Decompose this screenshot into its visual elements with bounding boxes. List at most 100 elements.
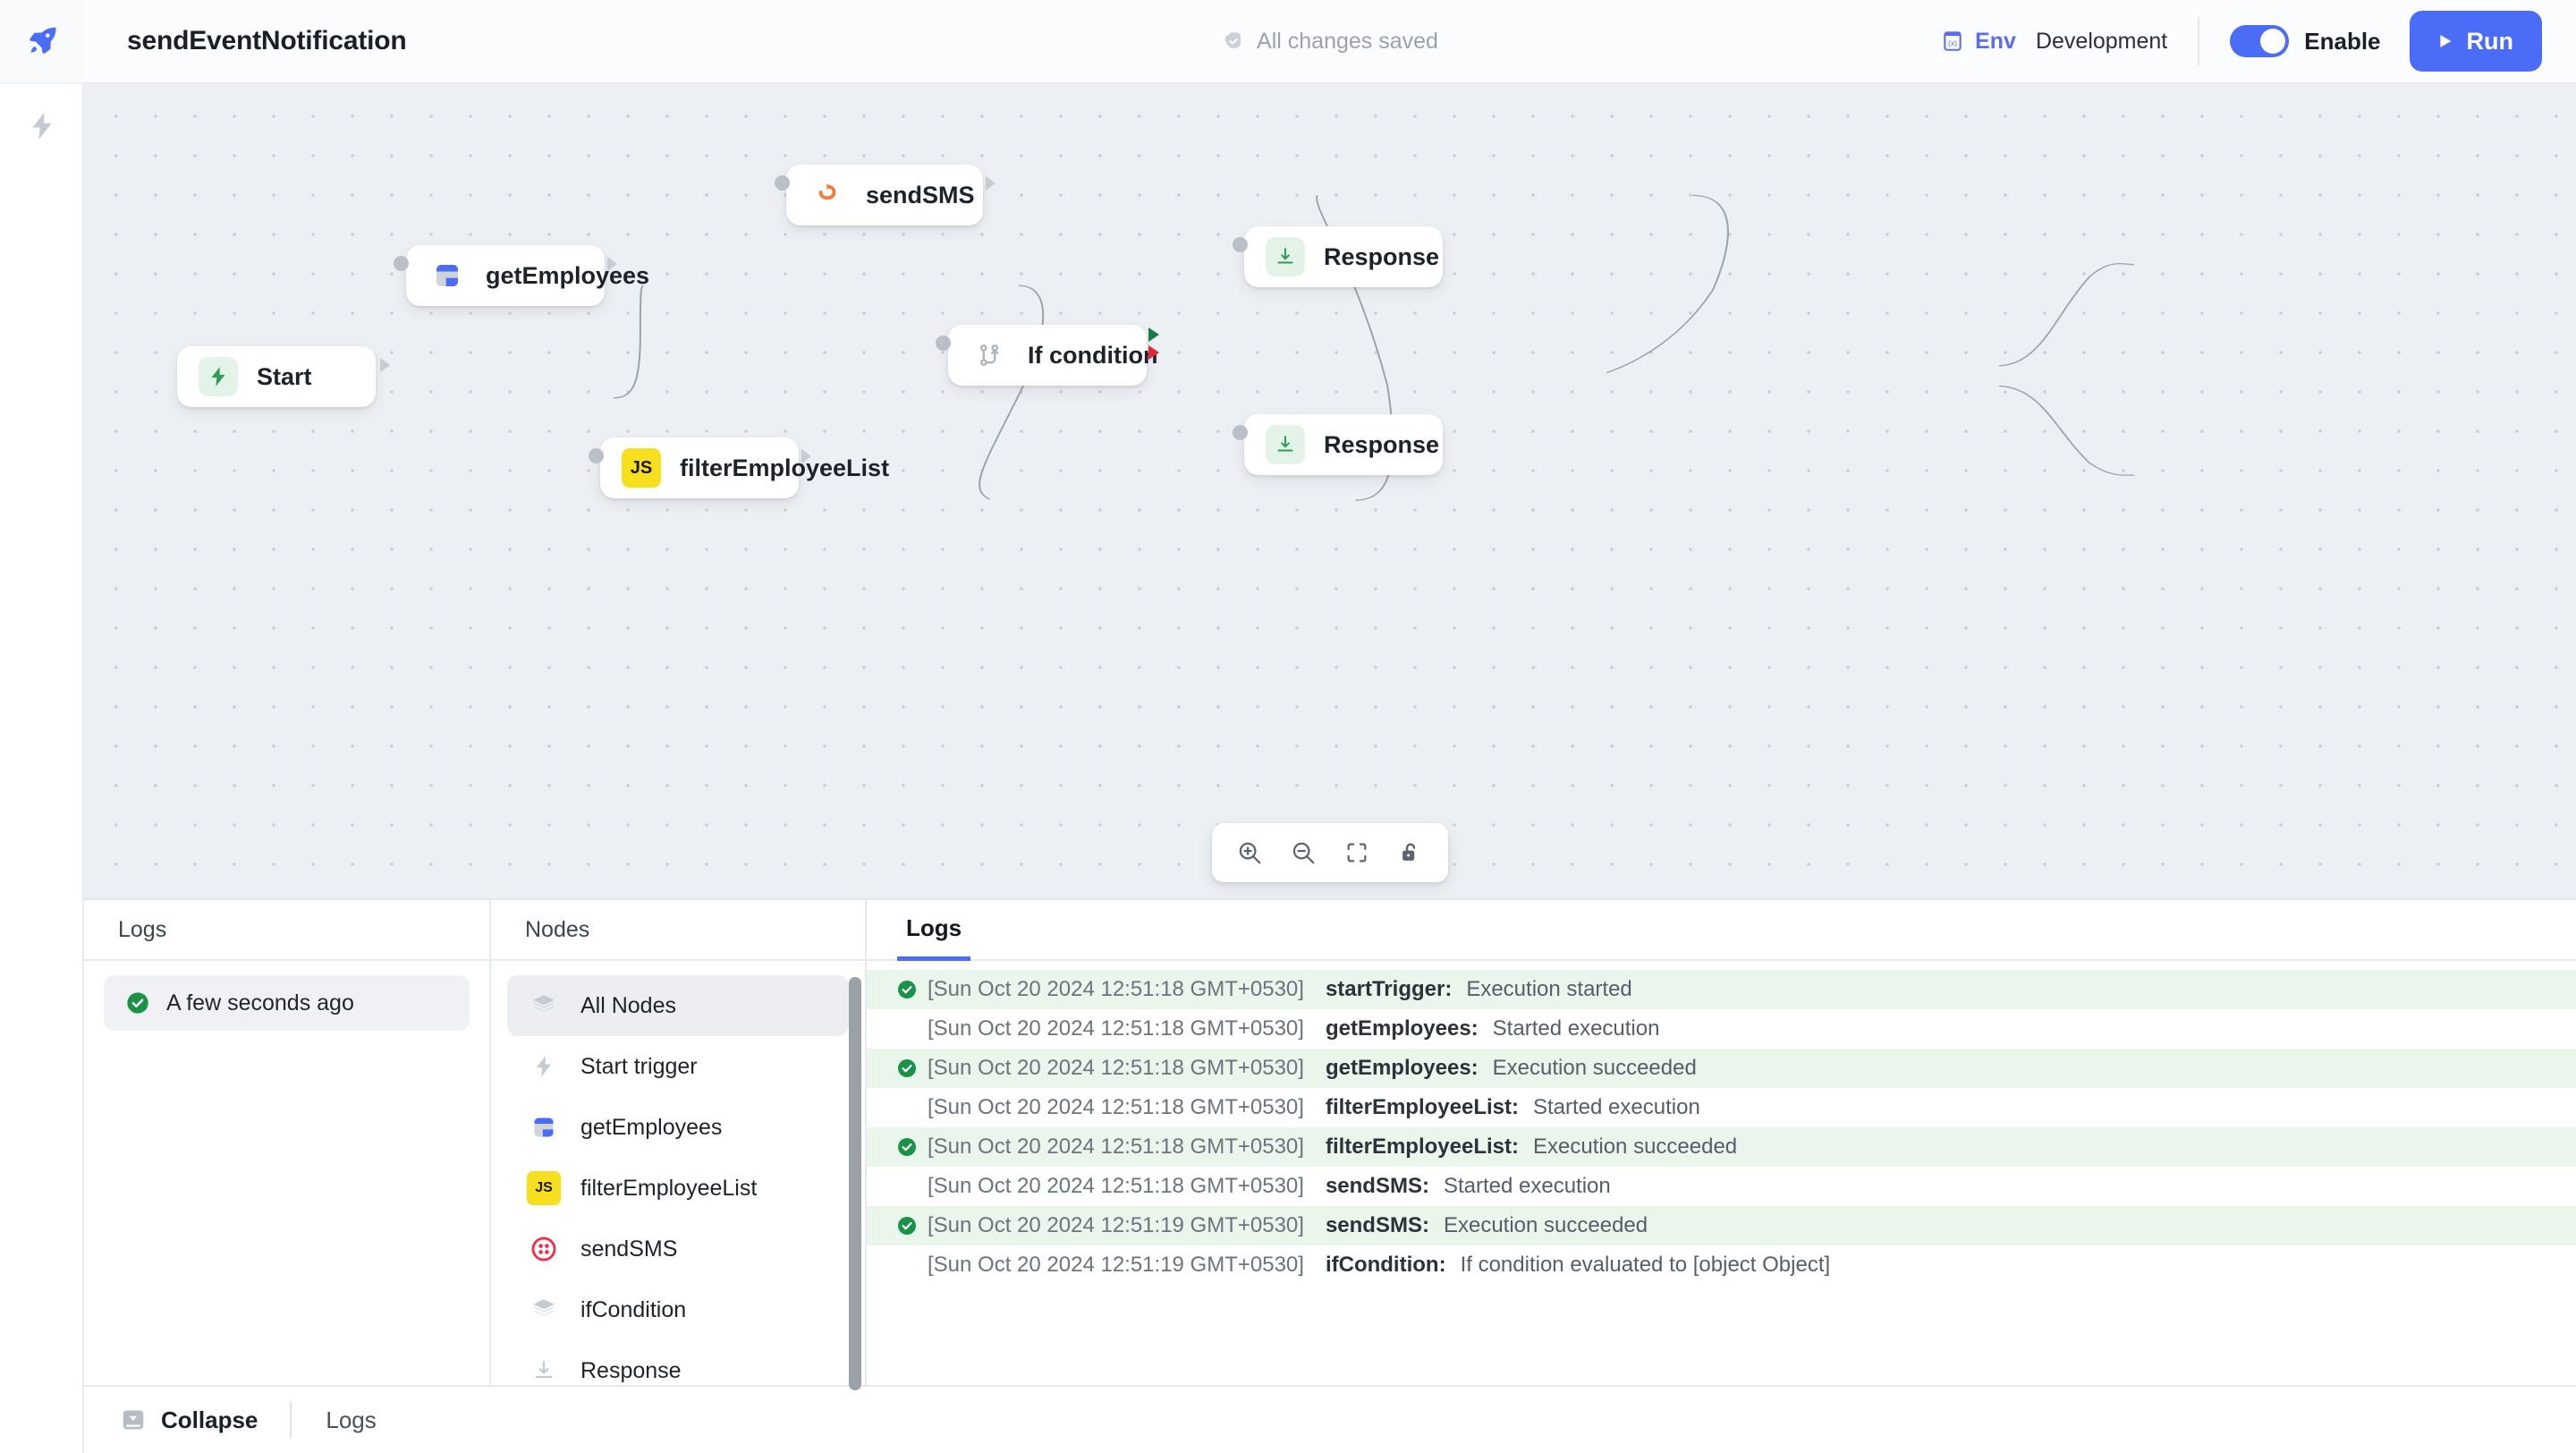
- success-check-icon: [127, 992, 148, 1014]
- response-icon: [527, 1354, 561, 1385]
- app-logo[interactable]: [0, 0, 84, 84]
- log-timestamp: [Sun Oct 20 2024 12:51:18 GMT+0530]: [928, 1134, 1304, 1159]
- variable-box-icon: (x): [1944, 31, 1962, 51]
- nodes-list-item-start-trigger[interactable]: Start trigger: [507, 1036, 849, 1097]
- log-timestamp: [Sun Oct 20 2024 12:51:18 GMT+0530]: [928, 1016, 1304, 1041]
- node-port-out-arrow[interactable]: [986, 176, 996, 191]
- nodes-list-item-getemployees[interactable]: getEmployees: [507, 1097, 849, 1158]
- zoom-out-button[interactable]: [1280, 832, 1326, 873]
- runs-pane: Logs A few seconds ago: [84, 900, 491, 1385]
- canvas-node-label: filterEmployeeList: [680, 454, 890, 481]
- runs-list: A few seconds ago: [84, 961, 489, 1385]
- canvas-node-start[interactable]: Start: [177, 346, 376, 407]
- log-node-name: sendSMS:: [1325, 1174, 1429, 1198]
- log-message: Execution succeeded: [1533, 1134, 1738, 1159]
- run-list-item[interactable]: A few seconds ago: [104, 975, 470, 1031]
- node-port-in[interactable]: [1233, 237, 1248, 252]
- response-icon: [1266, 425, 1305, 464]
- canvas-node-label: Response: [1324, 430, 1440, 458]
- log-node-name: getEmployees:: [1325, 1056, 1479, 1080]
- bottom-panel: Logs A few seconds ago Nodes: [84, 898, 2576, 1453]
- log-timestamp: [Sun Oct 20 2024 12:51:19 GMT+0530]: [928, 1213, 1304, 1237]
- node-port-in[interactable]: [936, 336, 951, 351]
- node-port-in[interactable]: [394, 256, 409, 271]
- left-rail: [0, 0, 84, 1453]
- node-port-out-arrow[interactable]: [607, 257, 617, 271]
- node-port-in[interactable]: [775, 175, 790, 191]
- log-node-name: ifCondition:: [1325, 1253, 1446, 1277]
- svg-text:(x): (x): [1948, 38, 1957, 47]
- success-check-icon: [892, 1058, 922, 1079]
- lightning-bolt-icon: [199, 357, 238, 396]
- node-port-false-arrow[interactable]: [1148, 345, 1159, 360]
- statusbar-logs-link[interactable]: Logs: [326, 1406, 377, 1433]
- canvas-node-label: Response: [1324, 242, 1440, 270]
- tab-logs[interactable]: Logs: [897, 900, 971, 961]
- log-message: Started execution: [1492, 1016, 1660, 1041]
- node-port-true-arrow[interactable]: [1148, 327, 1159, 342]
- node-port-in[interactable]: [1233, 425, 1248, 440]
- play-icon: [2439, 35, 2451, 47]
- nodes-list-scrollbar[interactable]: [849, 977, 861, 1390]
- log-row: [Sun Oct 20 2024 12:51:18 GMT+0530] getE…: [867, 1049, 2576, 1088]
- env-label: Env: [1975, 28, 2016, 54]
- top-header: sendEventNotification All changes saved …: [84, 0, 2576, 84]
- database-icon: [527, 1110, 561, 1144]
- nodes-list-item-sendsms[interactable]: sendSMS: [507, 1219, 849, 1279]
- collapse-button[interactable]: Collapse: [120, 1406, 290, 1434]
- twilio-icon: [527, 1232, 561, 1266]
- zoom-in-button[interactable]: [1226, 832, 1273, 873]
- save-status-text: All changes saved: [1257, 28, 1438, 54]
- node-port-in[interactable]: [589, 448, 604, 463]
- node-port-out-arrow[interactable]: [380, 358, 390, 372]
- log-timestamp: [Sun Oct 20 2024 12:51:18 GMT+0530]: [928, 1056, 1304, 1080]
- canvas-node-label: Start: [257, 362, 312, 390]
- nodes-list-item-response-1[interactable]: Response: [507, 1340, 849, 1385]
- nodes-list-item-ifcondition[interactable]: ifCondition: [507, 1279, 849, 1340]
- nodes-list-item-label: ifCondition: [580, 1296, 687, 1322]
- canvas-node-ifcondition[interactable]: If condition: [948, 325, 1157, 386]
- rail-item-triggers[interactable]: [0, 84, 84, 168]
- log-message: Execution succeeded: [1492, 1056, 1697, 1080]
- edge-layer: [613, 194, 2135, 501]
- nodes-list-item-all-nodes[interactable]: All Nodes: [507, 975, 849, 1036]
- header-divider: [2198, 17, 2200, 65]
- run-list-item-label: A few seconds ago: [166, 990, 354, 1015]
- response-icon: [1266, 237, 1305, 276]
- success-check-icon: [892, 1136, 922, 1158]
- fit-view-icon: [1347, 843, 1367, 862]
- run-button[interactable]: Run: [2409, 11, 2542, 72]
- statusbar-divider: [290, 1402, 292, 1438]
- log-row: [Sun Oct 20 2024 12:51:18 GMT+0530] filt…: [867, 1088, 2576, 1127]
- save-status: All changes saved: [1222, 29, 1438, 55]
- zoom-out-icon: [1292, 842, 1315, 864]
- workflow-canvas[interactable]: Start getEmployees JS: [84, 84, 2576, 898]
- page-title: sendEventNotification: [127, 26, 407, 55]
- lock-toggle-button[interactable]: [1387, 832, 1434, 873]
- canvas-node-response-true[interactable]: Response: [1244, 226, 1443, 287]
- canvas-controls: [1212, 823, 1448, 882]
- log-row: [Sun Oct 20 2024 12:51:19 GMT+0530] ifCo…: [867, 1245, 2576, 1285]
- run-button-label: Run: [2466, 27, 2513, 55]
- log-detail-pane: Logs [Sun Oct 20 2024 12:51:18 GMT+0530]…: [867, 900, 2576, 1385]
- collapse-panel-icon: [123, 1410, 144, 1430]
- canvas-node-sendsms[interactable]: sendSMS: [786, 165, 983, 225]
- log-timestamp: [Sun Oct 20 2024 12:51:19 GMT+0530]: [928, 1253, 1304, 1277]
- fit-view-button[interactable]: [1334, 832, 1380, 873]
- node-port-out-arrow[interactable]: [801, 449, 811, 463]
- log-rows: [Sun Oct 20 2024 12:51:18 GMT+0530] star…: [867, 970, 2576, 1285]
- enable-toggle[interactable]: [2230, 25, 2290, 57]
- log-message: If condition evaluated to [object Object…: [1460, 1253, 1831, 1277]
- cloud-check-icon: [1224, 31, 1241, 49]
- canvas-node-filteremployeelist[interactable]: JS filterEmployeeList: [600, 438, 889, 498]
- canvas-node-getemployees[interactable]: getEmployees: [406, 245, 649, 306]
- enable-label: Enable: [2304, 27, 2381, 55]
- log-node-name: getEmployees:: [1325, 1016, 1479, 1041]
- main-column: sendEventNotification All changes saved …: [84, 0, 2576, 1453]
- env-selector[interactable]: (x) Env Development: [1941, 29, 2198, 55]
- lightning-bolt-icon: [32, 113, 52, 140]
- nodes-list-item-filteremployeelist[interactable]: JS filterEmployeeList: [507, 1158, 849, 1219]
- canvas-node-response-false[interactable]: Response: [1244, 414, 1443, 475]
- loop-arrow-icon: [808, 175, 847, 215]
